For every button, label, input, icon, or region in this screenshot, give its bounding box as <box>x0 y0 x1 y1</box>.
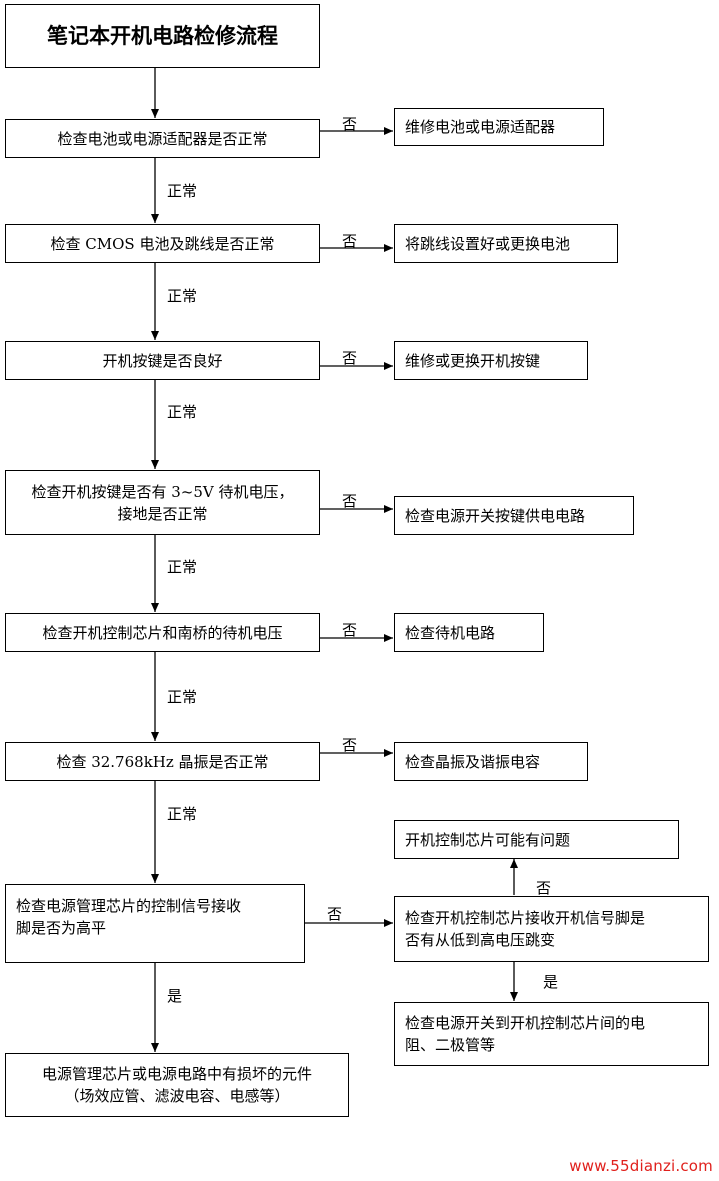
final-text: 电源管理芯片或电源电路中有损坏的元件 （场效应管、滤波电容、电感等） <box>41 1065 312 1105</box>
branch-no-result-text: 开机控制芯片可能有问题 <box>405 830 571 849</box>
label-no-2: 否 <box>342 232 358 250</box>
step-4-box: 检查开机按键是否有 3~5V 待机电压， 接地是否正常 <box>5 470 320 535</box>
step-3-box: 开机按键是否良好 <box>5 341 320 380</box>
label-normal-3: 正常 <box>167 403 198 421</box>
step-2-fail-box: 将跳线设置好或更换电池 <box>394 224 618 263</box>
step-1-fail-box: 维修电池或电源适配器 <box>394 108 604 146</box>
step-3-fail-box: 维修或更换开机按键 <box>394 341 588 380</box>
step-6-box: 检查 32.768kHz 晶振是否正常 <box>5 742 320 781</box>
step-1-fail-text: 维修电池或电源适配器 <box>405 118 556 136</box>
step-1-text: 检查电池或电源适配器是否正常 <box>57 129 268 148</box>
step-6-fail-text: 检查晶振及谐振电容 <box>405 752 541 771</box>
watermark-text: www.55dianzi.com <box>569 1157 713 1175</box>
label-normal-4: 正常 <box>167 558 198 576</box>
step-5-text: 检查开机控制芯片和南桥的待机电压 <box>42 623 283 642</box>
flowchart-title: 笔记本开机电路检修流程 <box>5 4 320 68</box>
step-6-fail-box: 检查晶振及谐振电容 <box>394 742 588 781</box>
label-normal-2: 正常 <box>167 287 198 305</box>
label-no-6: 否 <box>342 736 358 754</box>
step-4-fail-box: 检查电源开关按键供电电路 <box>394 496 634 535</box>
label-no-4: 否 <box>342 492 358 510</box>
branch-yes-result-box: 检查电源开关到开机控制芯片间的电 阻、二极管等 <box>394 1002 709 1066</box>
label-normal-6: 正常 <box>167 805 198 823</box>
step-3-fail-text: 维修或更换开机按键 <box>405 351 541 370</box>
branch-check-box: 检查开机控制芯片接收开机信号脚是 否有从低到高电压跳变 <box>394 896 709 962</box>
label-yes-branch: 是 <box>543 973 559 991</box>
label-no-7: 否 <box>327 905 343 923</box>
label-no-5: 否 <box>342 621 358 639</box>
step-4-text: 检查开机按键是否有 3~5V 待机电压， 接地是否正常 <box>31 482 294 523</box>
label-no-branch: 否 <box>536 879 552 897</box>
branch-check-text: 检查开机控制芯片接收开机信号脚是 否有从低到高电压跳变 <box>405 909 646 949</box>
label-no-1: 否 <box>342 115 358 133</box>
step-6-text: 检查 32.768kHz 晶振是否正常 <box>56 752 269 771</box>
label-normal-1: 正常 <box>167 182 198 200</box>
step-2-box: 检查 CMOS 电池及跳线是否正常 <box>5 224 320 263</box>
step-1-box: 检查电池或电源适配器是否正常 <box>5 119 320 158</box>
step-7-box: 检查电源管理芯片的控制信号接收 脚是否为高平 <box>5 884 305 963</box>
step-3-text: 开机按键是否良好 <box>102 351 223 370</box>
label-yes-1: 是 <box>167 987 183 1005</box>
branch-yes-result-text: 检查电源开关到开机控制芯片间的电 阻、二极管等 <box>405 1014 646 1054</box>
step-2-text: 检查 CMOS 电池及跳线是否正常 <box>50 234 275 253</box>
step-5-box: 检查开机控制芯片和南桥的待机电压 <box>5 613 320 652</box>
step-5-fail-text: 检查待机电路 <box>405 623 496 642</box>
final-box: 电源管理芯片或电源电路中有损坏的元件 （场效应管、滤波电容、电感等） <box>5 1053 349 1117</box>
step-2-fail-text: 将跳线设置好或更换电池 <box>405 234 571 253</box>
label-no-3: 否 <box>342 349 358 367</box>
step-7-text: 检查电源管理芯片的控制信号接收 脚是否为高平 <box>16 897 242 937</box>
branch-no-result-box: 开机控制芯片可能有问题 <box>394 820 679 859</box>
title-text: 笔记本开机电路检修流程 <box>47 24 278 48</box>
step-5-fail-box: 检查待机电路 <box>394 613 544 652</box>
step-4-fail-text: 检查电源开关按键供电电路 <box>405 506 586 525</box>
label-normal-5: 正常 <box>167 688 198 706</box>
